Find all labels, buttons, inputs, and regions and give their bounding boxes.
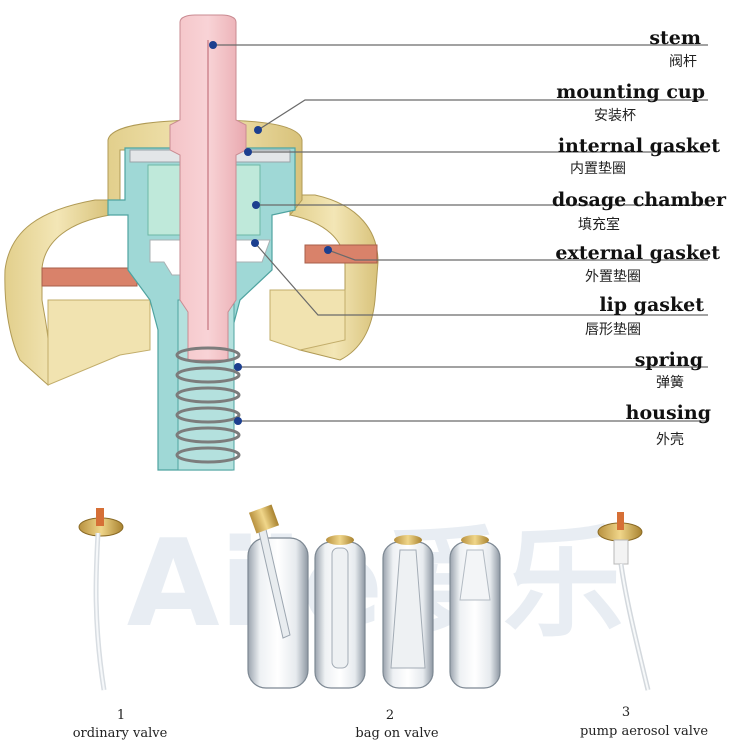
leader-mounting-cup [257,99,708,131]
label-lip-gasket-zh: 唇形垫圈 [585,322,641,338]
label-internal-gasket-en: internal gasket [558,135,720,157]
valve-cross-section [4,14,379,471]
ordinary-valve-illustration [78,508,124,691]
bov-can-3 [382,535,434,689]
label-spring-zh: 弹簧 [656,375,684,391]
product-2-name: bag on valve [355,726,438,741]
dot-stem [209,41,217,49]
bov-can-2 [314,535,366,689]
bov-can-4 [449,535,501,689]
label-housing-en: housing [626,402,711,424]
dot-dosage-chamber [252,201,260,209]
dot-external-gasket [324,246,332,254]
pump-aerosol-valve-illustration [597,512,651,691]
label-mounting-cup-en: mounting cup [556,81,705,103]
mounting-cup-turret [107,119,303,217]
product-3-name: pump aerosol valve [580,724,708,739]
product-1-number: 1 [117,708,125,723]
label-internal-gasket-zh: 内置垫圈 [570,161,626,177]
mounting-cup-bottom [47,299,151,386]
label-stem-zh: 阀杆 [669,54,697,70]
leader-lines [213,44,708,422]
label-housing-zh: 外壳 [656,431,684,448]
spring-coils [175,346,241,464]
part-labels: stem 阀杆 mounting cup 安装杯 internal gasket… [552,27,727,448]
dot-lip-gasket [251,239,259,247]
mounting-cup-outer-flange-right [289,194,379,361]
label-dosage-chamber-zh: 填充室 [578,216,620,233]
label-mounting-cup-zh: 安装杯 [594,108,636,124]
dot-housing [234,417,242,425]
dot-mounting-cup [254,126,262,134]
bov-can-1 [247,504,309,689]
product-1-name: ordinary valve [73,726,168,741]
label-stem-en: stem [649,27,701,49]
product-3-number: 3 [622,705,630,720]
external-gasket-left [41,267,138,287]
leader-external-gasket [327,249,708,261]
dot-internal-gasket [244,148,252,156]
dot-spring [234,363,242,371]
label-spring-en: spring [635,349,703,371]
label-lip-gasket-en: lip gasket [599,294,704,316]
label-external-gasket-zh: 外置垫圈 [585,269,641,285]
product-2-number: 2 [386,708,394,723]
bag-on-valve-illustration [247,504,501,689]
products-section: Aile爱乐 [73,504,708,741]
mounting-cup-bottom-right [269,289,346,351]
leader-lip-gasket [254,242,708,316]
watermark-logo: Aile爱乐 [127,515,624,654]
callout-dots [209,41,332,425]
external-gasket-right [304,244,378,264]
label-external-gasket-en: external gasket [555,242,720,264]
label-dosage-chamber-en: dosage chamber [552,189,727,211]
